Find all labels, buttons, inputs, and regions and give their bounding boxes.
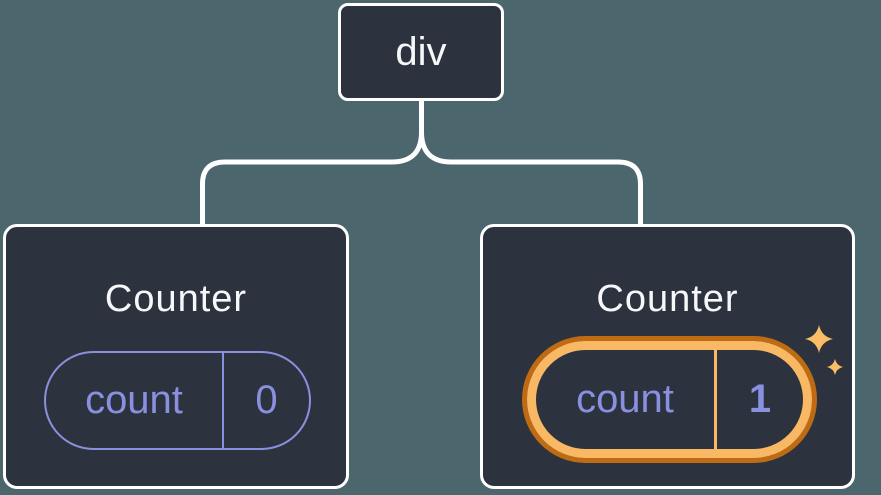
counter-card-right: Counter count 1 <box>480 224 855 489</box>
state-pill: count 0 <box>44 351 311 450</box>
component-title: Counter <box>104 278 248 320</box>
sparkle-small <box>827 359 843 375</box>
counter-card-left: Counter count 0 <box>3 224 349 489</box>
component-title: Counter <box>596 278 739 320</box>
sparkles-icon <box>805 325 843 375</box>
state-value: 1 <box>748 377 772 421</box>
root-node: div <box>338 3 504 101</box>
connector-left-branch <box>200 101 424 224</box>
root-node-label: div <box>395 29 447 74</box>
state-pill-highlighted: count 1 <box>527 341 812 458</box>
state-name: count <box>536 350 717 449</box>
state-value: 0 <box>255 378 278 422</box>
state-name: count <box>46 353 224 448</box>
sparkle-large <box>805 325 833 353</box>
connector-right-branch <box>419 101 643 224</box>
